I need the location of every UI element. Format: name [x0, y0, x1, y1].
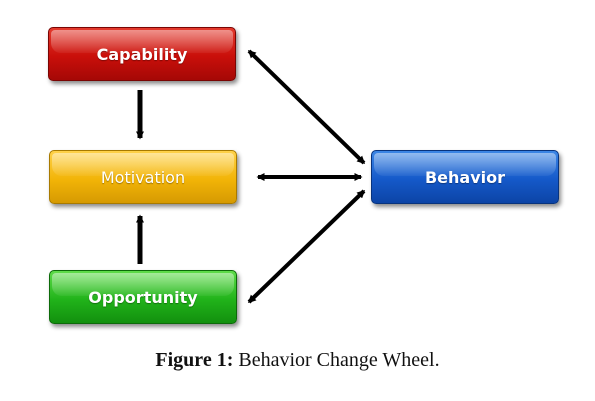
capability-label: Capability	[96, 44, 188, 64]
figure-caption: Figure 1: Behavior Change Wheel.	[0, 349, 595, 372]
behavior-change-diagram: Capability Motivation Opportunity Behavi…	[48, 27, 559, 324]
behavior-label: Behavior	[424, 167, 506, 187]
arrows-layer	[136, 49, 366, 304]
figure-caption-text: Behavior Change Wheel.	[233, 349, 440, 371]
motivation-label: Motivation	[100, 167, 186, 187]
arrow-opportunity-behavior	[247, 189, 366, 304]
opportunity-node: Opportunity	[49, 270, 237, 324]
opportunity-label: Opportunity	[88, 287, 198, 307]
behavior-node: Behavior	[371, 150, 559, 204]
motivation-node: Motivation	[49, 150, 237, 204]
capability-node: Capability	[48, 27, 236, 81]
figure-caption-label: Figure 1:	[155, 349, 234, 371]
arrow-capability-behavior	[247, 49, 366, 165]
